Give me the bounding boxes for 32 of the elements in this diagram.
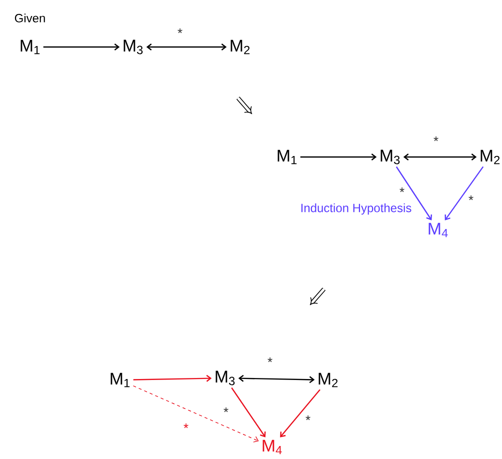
edge-label: * [467,194,475,206]
edge-label: * [176,28,184,38]
arrow [396,166,432,220]
math-symbol: M$_{3}$ [124,40,143,54]
edge-label: * [398,186,406,198]
arrow [231,387,266,438]
arrow [146,44,227,50]
arrow [300,154,377,160]
math-symbol: M$_{2}$ [230,40,250,54]
arrow [132,386,259,442]
math-symbol: M$_{4}$ [262,440,282,454]
arrow [403,154,477,160]
edge-label: * [182,422,190,434]
math-symbol: M$_{4}$ [428,222,448,238]
math-symbol: M$_{2}$ [318,372,338,388]
edge-label: * [266,356,274,368]
arrow [280,389,320,438]
math-symbol: M$_{1}$ [110,372,130,388]
arrow [444,166,484,220]
edge-label: * [432,136,440,146]
math-symbol: M$_{3}$ [216,370,235,386]
heading: Given [14,14,45,22]
edge-label: * [222,406,230,418]
math-symbol: M$_{1}$ [278,150,297,164]
math-symbol: M$_{3}$ [380,150,400,164]
math-symbol: M$_{1}$ [20,40,40,54]
annotation: Induction Hypothesis [301,203,412,215]
arrow [133,374,212,382]
edge-label: * [304,414,312,426]
arrow [43,44,120,50]
arrow [238,374,315,384]
math-symbol: M$_{2}$ [480,150,500,164]
